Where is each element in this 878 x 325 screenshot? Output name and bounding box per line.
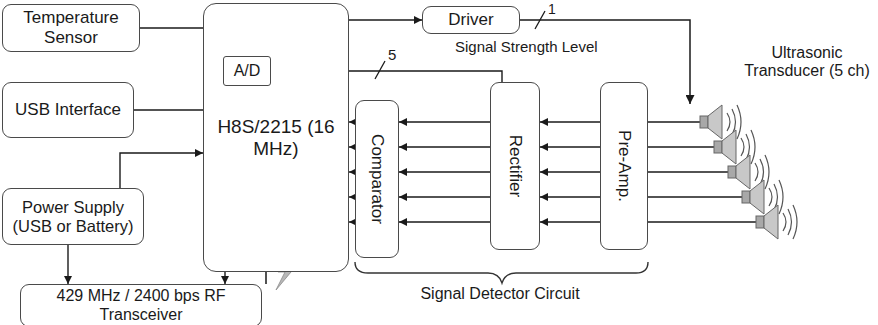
sound-wave (783, 213, 786, 231)
sound-wave (737, 105, 741, 139)
bus-width: 5 (388, 46, 396, 63)
signal-connector (399, 121, 490, 122)
sound-wave (769, 188, 772, 206)
mcu-box: H8S/2215 (16 MHz) A/D (203, 3, 349, 272)
adc-box: A/D (223, 56, 271, 86)
transducer-wire (648, 171, 728, 172)
node-label: Comparator (369, 134, 386, 224)
signal-connector (120, 153, 203, 188)
signal-name: Signal Strength Level (455, 38, 598, 55)
transducer-body (700, 116, 708, 128)
transducer-cone (708, 105, 722, 139)
signal-connector (540, 196, 600, 197)
signal-connector (540, 121, 600, 122)
signal-connector (399, 221, 490, 222)
node-label: USB Interface (12, 100, 124, 120)
part-name-text: Ultrasonic Transducer (5 ch) (744, 44, 870, 79)
sound-wave (765, 155, 769, 189)
signal-connector (67, 245, 68, 284)
power-box: Power Supply (USB or Battery) (2, 188, 144, 245)
signal-connector (140, 27, 203, 28)
sensor-box: Temperature Sensor (2, 4, 140, 52)
transducer-wire (648, 121, 700, 122)
comparator-box: Comparator (355, 100, 399, 258)
signal-connector (349, 19, 422, 20)
node-label: Driver (445, 10, 496, 30)
transducer-body (742, 191, 750, 203)
transducer-cone (750, 180, 764, 214)
node-label: A/D (231, 62, 264, 80)
signal-connector (540, 171, 600, 172)
rectifier-box: Rectifier (490, 82, 540, 250)
sound-wave (727, 113, 730, 131)
sound-wave (779, 180, 783, 214)
preamp-box: Pre-Amp. (600, 82, 648, 250)
sound-wave (741, 138, 744, 156)
group-name: Signal Detector Circuit (400, 285, 600, 303)
transducer-cone (764, 205, 778, 239)
signal-connector (540, 146, 600, 147)
bus-width: 1 (548, 1, 556, 17)
node-label: Rectifier (507, 135, 524, 197)
node-label: H8S/2215 (16 MHz) (204, 116, 348, 160)
signal-connector (399, 146, 490, 147)
part-name: Ultrasonic Transducer (5 ch) (738, 44, 876, 81)
group-brace (355, 262, 648, 283)
sound-wave (755, 163, 758, 181)
bus-width-text: 1 (548, 1, 556, 17)
sound-wave (788, 209, 792, 235)
transducer-wire (648, 196, 742, 197)
transducer-body (714, 141, 722, 153)
signal-connector (540, 221, 600, 222)
bus-slash (535, 11, 545, 29)
signal-connector (399, 196, 490, 197)
sound-wave (751, 130, 755, 164)
ultrasonic-transducers (648, 105, 797, 239)
transducer-body (728, 166, 736, 178)
node-label: 429 MHz / 2400 bps RF Transceiver (51, 287, 232, 324)
interface-box: USB Interface (2, 82, 134, 138)
driver-box: Driver (422, 6, 520, 34)
transceiver-box: 429 MHz / 2400 bps RF Transceiver (20, 284, 262, 325)
signal-name-text: Signal Strength Level (455, 38, 598, 55)
node-label: Temperature Sensor (3, 8, 139, 47)
transducer-wire (648, 221, 756, 222)
node-label: Power Supply (USB or Battery) (3, 198, 143, 236)
node-label: Pre-Amp. (616, 130, 633, 202)
signal-connector (224, 272, 225, 284)
transducer-cone (722, 130, 736, 164)
bus-slash (375, 61, 385, 79)
transducer-body (756, 216, 764, 228)
transducer-wire (648, 146, 714, 147)
transducer-cone (736, 155, 750, 189)
signal-connector (399, 171, 490, 172)
signal-connector (134, 109, 203, 110)
sound-wave (793, 205, 797, 239)
group-name-text: Signal Detector Circuit (420, 285, 579, 302)
bus-width-text: 5 (388, 46, 396, 63)
